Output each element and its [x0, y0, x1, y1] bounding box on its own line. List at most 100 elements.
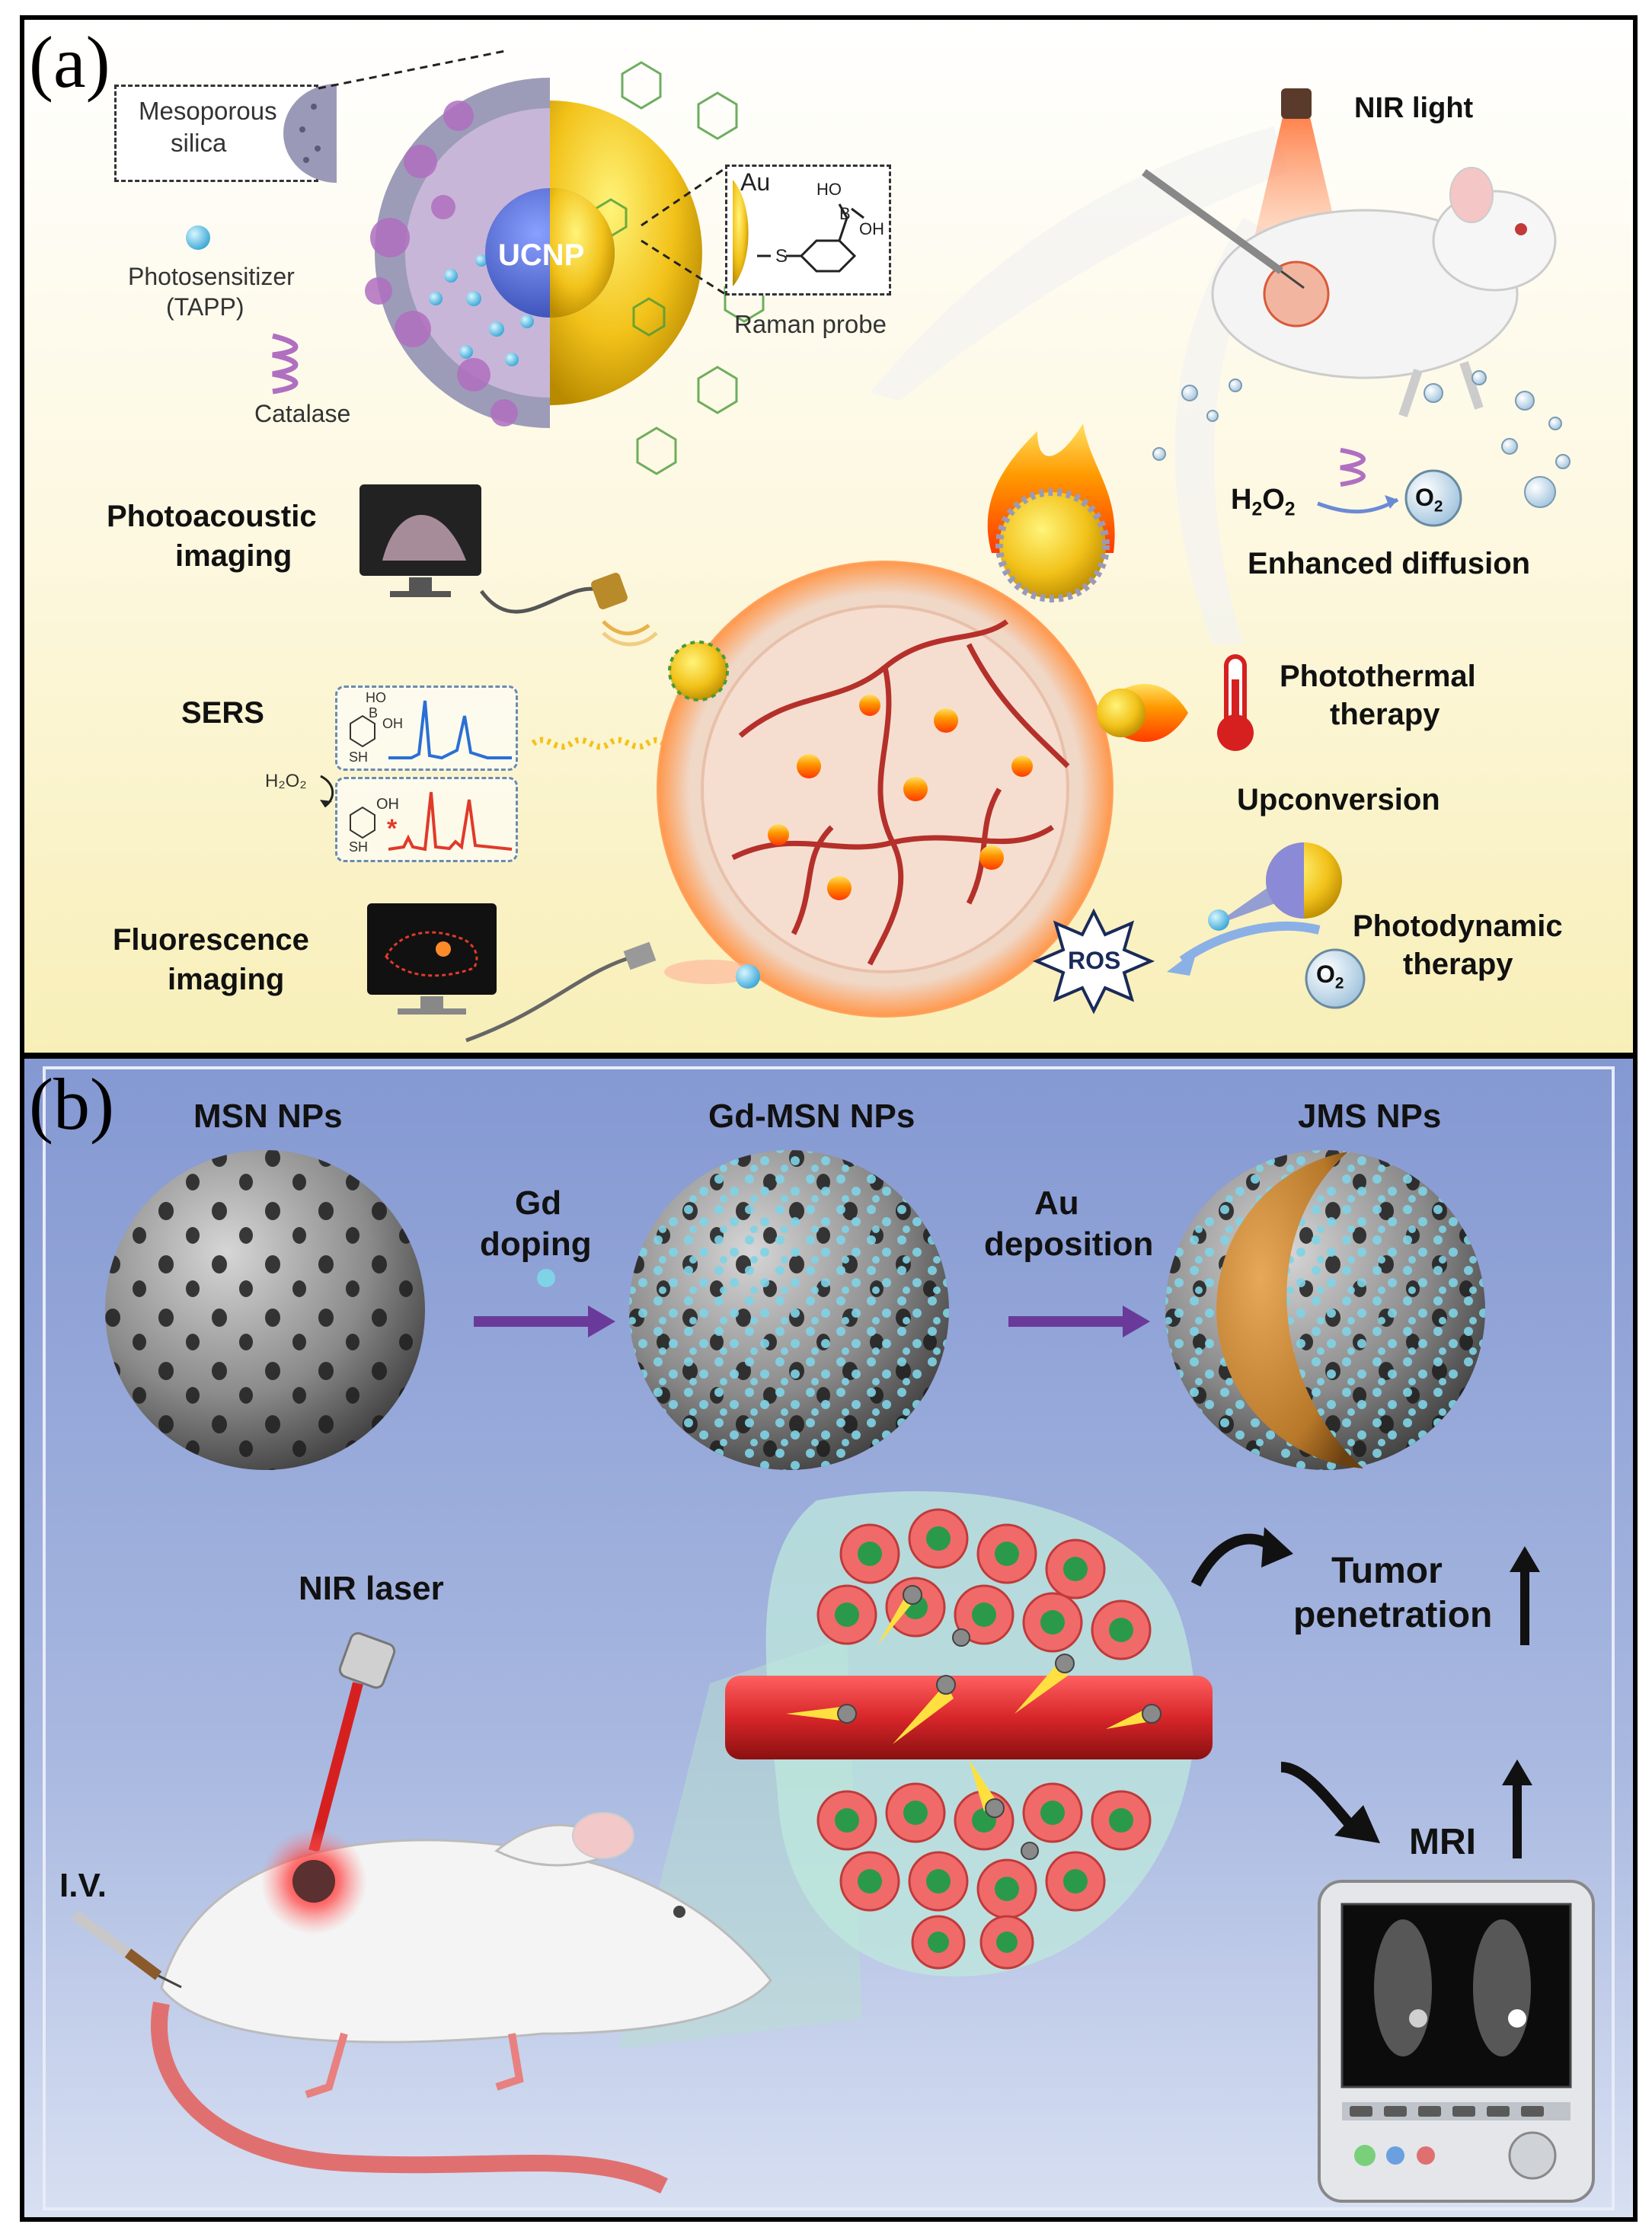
gd-doping-label-line2: doping	[480, 1226, 592, 1263]
nir-laser-label: NIR laser	[299, 1570, 444, 1607]
o2-label: O2	[1415, 484, 1443, 516]
jms-nps-label: JMS NPs	[1298, 1098, 1442, 1135]
mri-dial	[1508, 2131, 1557, 2180]
photosensitizer-dot-icon	[186, 225, 210, 250]
mouse-tumor-site	[1263, 260, 1330, 328]
o2-label-2: O2	[1316, 960, 1344, 992]
raman-probe-label: Raman probe	[734, 310, 887, 338]
raman-oh-label: OH	[859, 219, 884, 238]
sers-oh-label: OH	[382, 716, 403, 731]
fluorescence-imaging-label-line2: imaging	[168, 963, 285, 996]
fluorescence-monitor-screen	[367, 903, 497, 995]
raman-callout-lines	[641, 167, 726, 296]
ucnp-core-label: UCNP	[498, 238, 585, 272]
syringe-needle	[1280, 270, 1305, 289]
mri-machine	[1318, 1880, 1595, 2203]
gold-particle-right-flame	[1097, 683, 1188, 743]
photothermal-therapy-label: Photothermal	[1280, 660, 1476, 693]
blood-vessel	[725, 1676, 1213, 1759]
burning-nanoparticle	[987, 423, 1115, 602]
catalase-helix-icon	[272, 333, 299, 395]
ros-generation-arrow	[1167, 921, 1321, 976]
enhanced-diffusion-label: Enhanced diffusion	[1248, 547, 1531, 580]
nanoparticles-in-tissue	[837, 1585, 1162, 1860]
sers-sh-label-2: SH	[349, 839, 369, 855]
janus-nanoparticle-illustration	[365, 61, 768, 475]
raman-ho-label: HO	[816, 180, 842, 199]
upconversion-label: Upconversion	[1237, 783, 1440, 817]
panel-a-letter: (a)	[29, 21, 110, 103]
catalase-conversion-arrow	[1317, 448, 1399, 514]
mri-curved-arrow	[1280, 1762, 1380, 1843]
sers-b-label: B	[369, 705, 379, 721]
nanoparticle-gold-half	[550, 101, 702, 405]
photosensitizer-label: Photosensitizer	[128, 263, 295, 290]
msn-nps-label: MSN NPs	[193, 1098, 343, 1135]
mesoporous-silica-label: Mesoporous	[139, 97, 277, 125]
tumor-penetration-up-arrow	[1510, 1546, 1540, 1645]
tumor-embedded-particles	[768, 695, 1033, 900]
gold-shell	[1216, 1152, 1363, 1468]
mri-up-arrow	[1502, 1759, 1532, 1858]
mouse-ear	[1449, 167, 1494, 223]
raman-b-label: B	[839, 204, 851, 223]
raman-probe-structure	[733, 180, 864, 286]
photoacoustic-imaging-label: Photoacoustic	[107, 500, 317, 533]
gd-msn-nps-label: Gd-MSN NPs	[708, 1098, 915, 1135]
mouse-tumor-b	[292, 1860, 335, 1903]
panel-b: (b) MSN NPs Gd doping Gd-MSN NPs Au depo…	[20, 1054, 1638, 2222]
sers-star-label: *	[387, 814, 398, 843]
mri-label: MRI	[1409, 1822, 1476, 1862]
mouse-tail	[151, 2001, 668, 2194]
nanoparticle-trails	[786, 1592, 1152, 1811]
h2o2-label: H2O2	[1231, 484, 1296, 520]
mesoporous-callout-lines	[318, 49, 510, 90]
tumor-vessels	[731, 619, 1070, 966]
mri-green-button	[1354, 2145, 1376, 2166]
sers-spectra	[350, 700, 513, 852]
au-deposition-arrow	[1008, 1305, 1150, 1337]
raman-au-label: Au	[740, 168, 771, 196]
mouse-eye	[1515, 223, 1527, 235]
nanoparticle-left-half	[365, 78, 550, 428]
laser-beam	[308, 1682, 363, 1852]
msn-sphere	[105, 1150, 425, 1470]
mri-blue-button	[1386, 2146, 1404, 2165]
mouse-laser-illustration	[151, 1631, 862, 2194]
ros-label: ROS	[1068, 947, 1121, 974]
fluorescence-imaging-label: Fluorescence	[113, 923, 309, 957]
tumor-penetration-curved-arrow	[1190, 1527, 1293, 1587]
sers-reaction-arrow	[320, 775, 334, 808]
photoacoustic-monitor-illustration	[359, 484, 658, 647]
photothermal-therapy-label-line2: therapy	[1330, 698, 1440, 731]
photodynamic-therapy-label: Photodynamic	[1353, 909, 1563, 943]
iv-label: I.V.	[59, 1867, 107, 1904]
raman-s-label: S	[775, 246, 788, 267]
tumor-penetration-label-line2: penetration	[1293, 1595, 1493, 1635]
photosensitizer-label-line2: (TAPP)	[166, 293, 244, 321]
catalase-label: Catalase	[254, 400, 351, 427]
nir-light-source-icon	[1281, 88, 1312, 119]
sers-sh-label-1: SH	[349, 749, 369, 765]
gold-particle-left	[668, 641, 729, 701]
jms-sphere	[1165, 1150, 1485, 1470]
sers-oh-label-2: OH	[376, 796, 399, 813]
tumor-illustration	[657, 561, 1114, 1018]
ros-burst-icon	[1032, 908, 1155, 1015]
gd-doping-arrow	[474, 1269, 615, 1337]
upconversion-particle	[1208, 842, 1342, 931]
tumor-cells	[816, 1508, 1152, 1970]
mouse-nir-illustration	[1142, 88, 1557, 417]
photodynamic-therapy-label-line2: therapy	[1403, 948, 1513, 981]
thermometer-icon	[1217, 654, 1254, 751]
o2-bubbles	[1152, 370, 1571, 508]
sers-label: SERS	[181, 696, 264, 730]
mesoporous-silica-label-line2: silica	[171, 129, 227, 157]
au-deposition-label: Au	[1034, 1184, 1079, 1222]
raman-probe-callout	[725, 165, 891, 296]
o2-bubble-icon-2	[1305, 948, 1366, 1009]
sers-ho-label: HO	[366, 690, 386, 705]
sers-spectrum-blue	[388, 700, 512, 760]
tumor-penetration-label: Tumor	[1331, 1551, 1443, 1591]
nir-light-label: NIR light	[1354, 92, 1474, 124]
